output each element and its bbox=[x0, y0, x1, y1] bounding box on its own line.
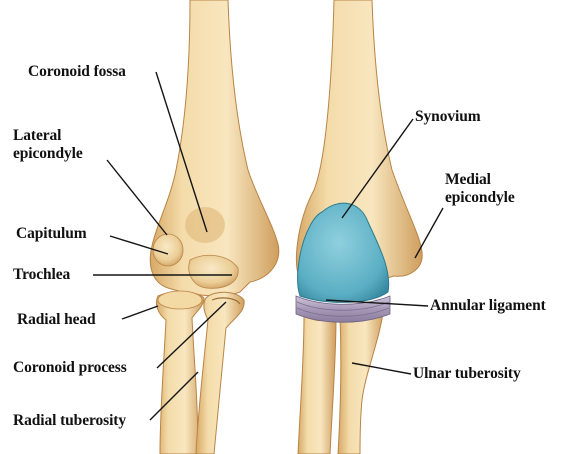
label-radial-head: Radial head bbox=[17, 311, 96, 329]
label-lateral-epicondyle-line1: Lateral bbox=[13, 127, 83, 145]
label-trochlea: Trochlea bbox=[13, 266, 70, 284]
label-annular-ligament: Annular ligament bbox=[430, 297, 546, 315]
label-medial-epicondyle-line2: epicondyle bbox=[445, 189, 515, 207]
right-elbow-illustration bbox=[296, 0, 422, 454]
label-synovium: Synovium bbox=[415, 108, 481, 126]
left-elbow-illustration bbox=[150, 0, 278, 454]
label-ulnar-tuberosity: Ulnar tuberosity bbox=[413, 365, 521, 383]
label-capitulum: Capitulum bbox=[16, 225, 87, 243]
label-lateral-epicondyle-line2: epicondyle bbox=[13, 145, 83, 163]
label-lateral-epicondyle: Lateral epicondyle bbox=[13, 127, 83, 163]
label-radial-tuberosity: Radial tuberosity bbox=[13, 412, 126, 430]
label-coronoid-process: Coronoid process bbox=[13, 359, 127, 377]
label-medial-epicondyle: Medial epicondyle bbox=[445, 171, 515, 207]
leader-medial-epicondyle bbox=[415, 208, 443, 258]
leader-radial-head bbox=[122, 306, 158, 319]
label-coronoid-fossa: Coronoid fossa bbox=[28, 63, 126, 81]
leader-lateral-epicondyle bbox=[107, 160, 167, 235]
label-medial-epicondyle-line1: Medial bbox=[445, 171, 515, 189]
